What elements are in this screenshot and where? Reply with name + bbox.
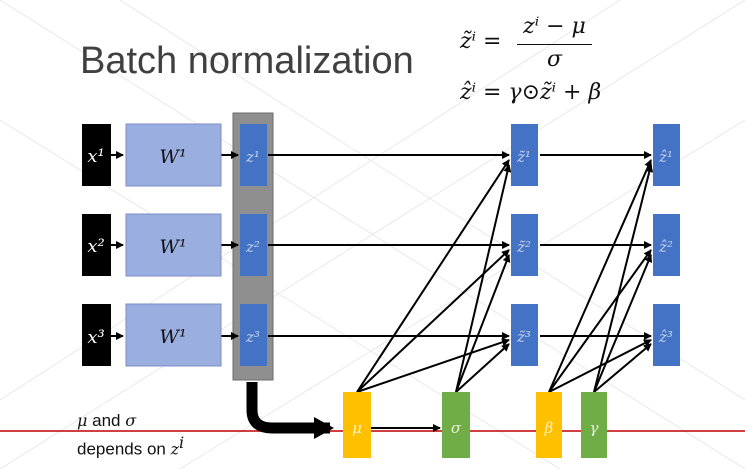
row-connections [111,151,652,432]
params-to-z-hat-lines [548,159,654,393]
gamma-box [581,392,607,458]
input-box-1 [82,124,111,186]
note-z: z [170,439,180,459]
beta-label: β [544,419,554,437]
weight-label-3: W¹ [159,326,186,348]
z-hat-label-1: ẑ¹ [658,148,673,166]
z-label-3: z³ [245,328,260,346]
input-column: x¹ x² x³ [82,124,111,366]
note-line-1: μ and σ [77,410,184,432]
z-hat-column: ẑ¹ ẑ² ẑ³ [653,124,680,366]
z-hat-node-3 [653,304,680,366]
note-z-superscript: i [179,433,185,452]
weight-label-1: W¹ [159,146,186,168]
z-tilde-label-2: z̃² [516,238,531,256]
note-line-2: depends on zi [77,432,184,461]
z-label-1: z¹ [245,148,260,166]
input-box-3 [82,304,111,366]
note-sigma: σ [125,411,137,430]
z-hat-node-2 [653,214,680,276]
weight-box-2 [125,213,222,277]
z-hat-node-1 [653,124,680,186]
note-mu: μ [77,411,88,430]
note-depends: depends on [77,439,171,459]
gamma-label: γ [590,419,599,437]
z-node-1 [240,124,267,186]
scale-shift-formula: ẑⁱ = γ⊙z̃ⁱ + β [460,80,602,105]
input-label-1: x¹ [87,146,104,167]
z-hat-label-3: ẑ³ [658,328,673,346]
z-node-3 [240,304,267,366]
z-label-2: z² [245,238,260,256]
input-box-2 [82,214,111,276]
slide-title: Batch normalization [80,40,414,82]
weight-column: W¹ W¹ W¹ [125,123,222,367]
normalization-formula-denominator: σ [546,47,563,72]
note-and: and [87,411,126,430]
input-label-3: x³ [87,327,104,348]
dependency-note: μ and σ depends on zi [77,410,184,461]
z-tilde-node-2 [511,214,538,276]
fraction-bar [517,44,592,45]
stats-to-z-tilde-lines [356,159,512,393]
mu-box [343,392,371,458]
normalization-formula: z̃ⁱ = zⁱ − μ σ [460,14,660,74]
z-hat-label-2: ẑ² [658,238,673,256]
mu-label: μ [352,419,362,437]
weight-box-1 [125,123,222,187]
beta-box [536,392,562,458]
big-curved-arrow [246,382,334,439]
z-tilde-label-3: z̃³ [516,328,531,346]
sigma-label: σ [451,419,462,437]
sigma-box [442,392,470,458]
weight-label-2: W¹ [159,236,186,258]
z-tilde-node-1 [511,124,538,186]
weight-box-3 [125,303,222,367]
normalization-formula-numerator: zⁱ − μ [523,14,586,39]
stats-row: μ σ β γ [343,392,607,458]
normalization-formula-lhs: z̃ⁱ = [460,29,502,54]
input-label-2: x² [87,236,104,257]
z-tilde-node-3 [511,304,538,366]
z-node-2 [240,214,267,276]
z-tilde-label-1: z̃¹ [516,148,531,166]
z-column: z¹ z² z³ [240,124,267,366]
z-tilde-column: z̃¹ z̃² z̃³ [511,124,538,366]
